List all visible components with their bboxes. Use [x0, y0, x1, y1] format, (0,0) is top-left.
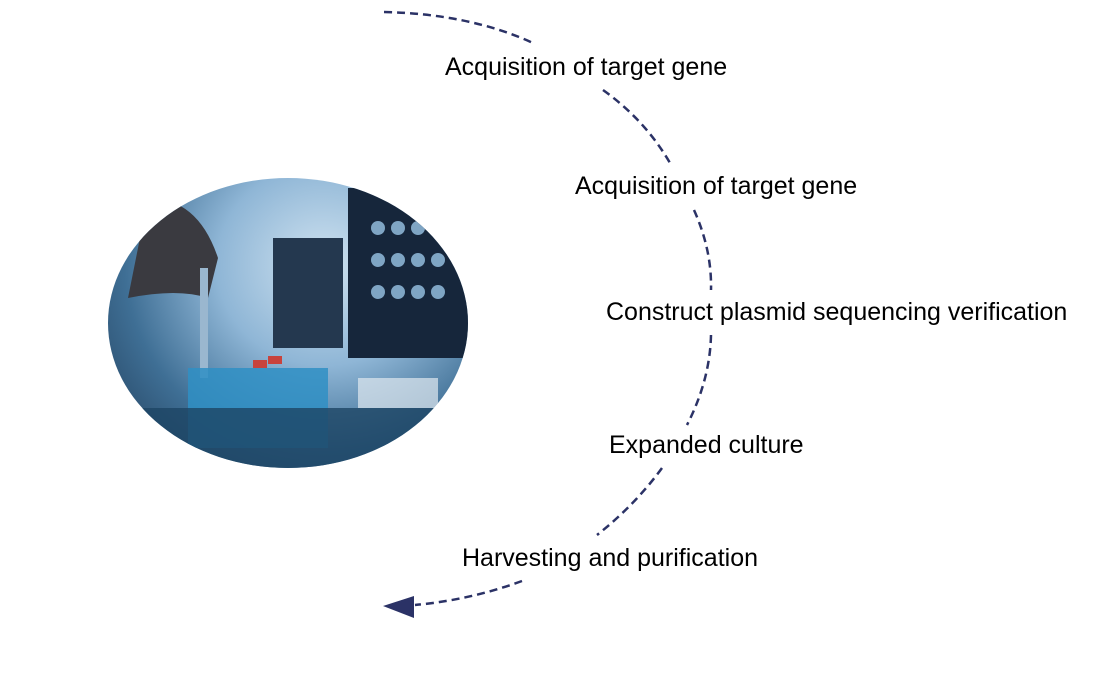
arc-segment-6 — [414, 579, 523, 607]
step-4-label: Expanded culture — [609, 431, 804, 459]
step-1-label: Acquisition of target gene — [445, 53, 728, 81]
lab-photo — [108, 178, 468, 468]
arc-segment-3 — [692, 209, 713, 291]
step-3-label: Construct plasmid sequencing verificatio… — [606, 298, 1068, 326]
arc-segment-5 — [596, 467, 664, 536]
arc-segment-2 — [602, 88, 672, 164]
step-2-label: Acquisition of target gene — [575, 172, 858, 200]
step-5-label: Harvesting and purification — [462, 544, 758, 572]
arc-segment-1 — [383, 10, 534, 45]
arc-segment-4 — [685, 334, 713, 426]
arrowhead-icon — [383, 596, 414, 618]
